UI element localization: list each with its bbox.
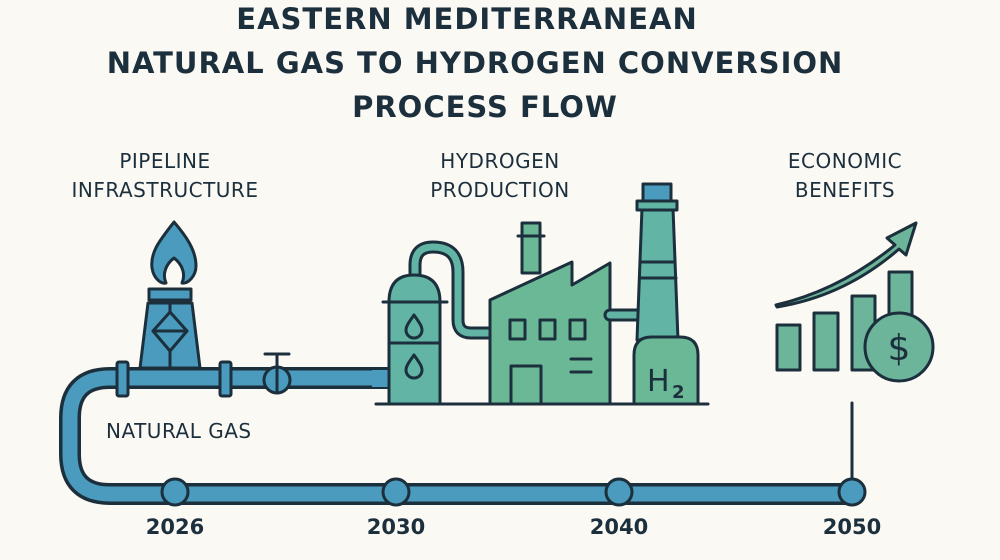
timeline-year-2030: 2030 bbox=[366, 515, 426, 539]
milestone-marker-2030[interactable] bbox=[381, 477, 411, 507]
gas-well-derrick-icon bbox=[138, 287, 202, 370]
title-line-1: EASTERN MEDITERRANEAN bbox=[236, 2, 698, 36]
milestone-marker-2026[interactable] bbox=[160, 477, 190, 507]
water-drop-icon bbox=[404, 313, 424, 340]
growth-arrow-icon bbox=[774, 221, 918, 309]
natural-gas-label: NATURAL GAS bbox=[106, 419, 252, 443]
water-drop-icon bbox=[404, 353, 424, 380]
hydrogen-tank-icon bbox=[632, 335, 700, 406]
gas-flame-icon bbox=[150, 220, 198, 285]
section-label-pipeline-line1: PIPELINE bbox=[119, 149, 211, 173]
timeline-year-2026: 2026 bbox=[145, 515, 205, 539]
timeline-year-2050: 2050 bbox=[822, 515, 882, 539]
growth-bar-2 bbox=[812, 311, 840, 372]
pipeline-inlet bbox=[372, 370, 390, 387]
section-label-hydrogen: HYDROGEN PRODUCTION bbox=[400, 147, 600, 205]
section-label-economic-line1: ECONOMIC bbox=[787, 149, 903, 173]
growth-bar-1 bbox=[775, 323, 802, 372]
section-label-pipeline: PIPELINE INFRASTRUCTURE bbox=[45, 147, 285, 205]
milestone-marker-2050[interactable] bbox=[837, 477, 867, 507]
section-label-hydrogen-line1: HYDROGEN bbox=[440, 149, 560, 173]
factory-chimney-icon bbox=[516, 221, 546, 275]
section-label-pipeline-line2: INFRASTRUCTURE bbox=[71, 178, 259, 202]
section-label-economic: ECONOMIC BENEFITS bbox=[755, 147, 935, 205]
hydrogen-tank-symbol: H bbox=[647, 364, 670, 399]
reactor-column-icon bbox=[381, 273, 449, 406]
timeline-year-2040: 2040 bbox=[589, 515, 649, 539]
factory-building-icon bbox=[488, 260, 612, 406]
title-line-3: PROCESS FLOW bbox=[352, 90, 618, 124]
valve-icon bbox=[262, 352, 292, 395]
hydrogen-tank-subscript: 2 bbox=[672, 382, 685, 403]
dollar-sign: $ bbox=[888, 328, 911, 369]
tall-stack-icon bbox=[635, 182, 680, 342]
section-label-hydrogen-line2: PRODUCTION bbox=[430, 178, 570, 202]
section-label-economic-line2: BENEFITS bbox=[794, 178, 896, 202]
pipe-flange-left bbox=[115, 360, 130, 398]
milestone-marker-2040[interactable] bbox=[604, 477, 634, 507]
title-line-2: NATURAL GAS TO HYDROGEN CONVERSION bbox=[106, 46, 844, 80]
pipe-flange-right bbox=[218, 360, 233, 398]
timeline-markers bbox=[160, 477, 867, 507]
dollar-coin-icon bbox=[863, 311, 935, 383]
pipeline-loop bbox=[59, 367, 852, 505]
